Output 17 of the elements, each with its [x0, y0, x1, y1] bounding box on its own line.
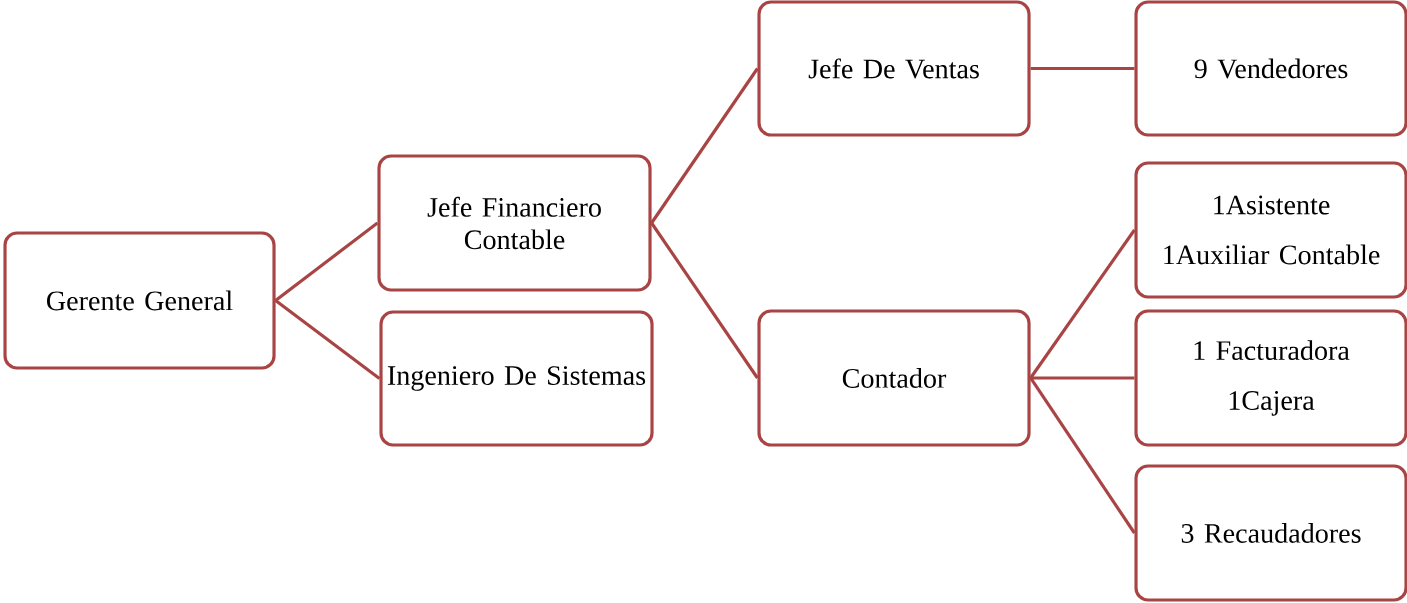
- org-box: Ingeniero De Sistemas: [379, 310, 654, 447]
- connector-line: [650, 222, 759, 379]
- org-box: 3 Recaudadores: [1134, 464, 1407, 602]
- org-box: 9 Vendedores: [1134, 0, 1407, 137]
- connector-line: [274, 221, 379, 302]
- org-box: 1Asistente 1Auxiliar Contable: [1134, 161, 1407, 299]
- connector-line: [650, 67, 759, 224]
- org-box: Gerente General: [3, 231, 276, 370]
- org-box: Jefe Financiero Contable: [377, 154, 652, 292]
- org-box: 1 Facturadora 1Cajera: [1134, 309, 1407, 447]
- connector-line: [1030, 66, 1135, 71]
- connector-line: [1029, 377, 1136, 534]
- org-box: Jefe De Ventas: [757, 0, 1031, 137]
- connector-line: [1030, 376, 1135, 380]
- connector-line: [274, 299, 381, 380]
- org-box: Contador: [757, 309, 1031, 447]
- connector-line: [1029, 229, 1136, 379]
